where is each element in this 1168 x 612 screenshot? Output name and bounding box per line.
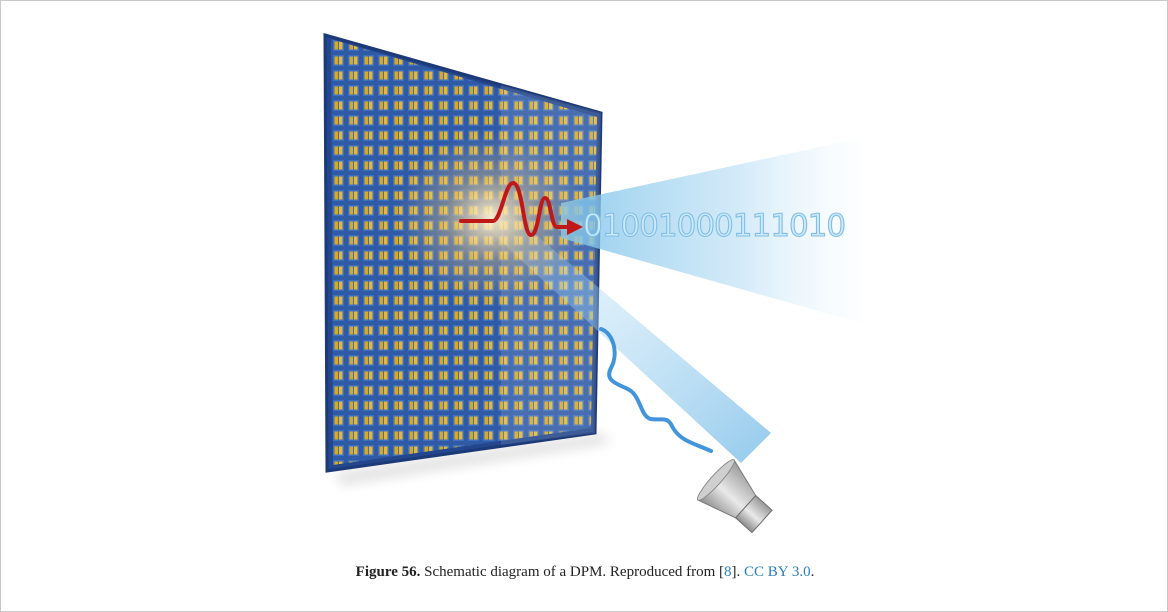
incident-wave-icon	[599, 327, 713, 453]
dpm-schematic: 01001000111010	[323, 33, 861, 534]
outgoing-beam	[561, 138, 861, 323]
figure-caption: Figure 56. Schematic diagram of a DPM. R…	[1, 564, 1168, 581]
binary-data-text: 01001000111010	[583, 208, 845, 244]
reference-link[interactable]: 8	[724, 564, 732, 580]
caption-text-after-ref: ].	[731, 564, 745, 580]
horn-antenna-icon	[696, 459, 773, 534]
figure-label: Figure 56.	[355, 564, 421, 580]
caption-text: Schematic diagram of a DPM. Reproduced f…	[420, 564, 725, 580]
license-link[interactable]: CC BY 3.0	[744, 564, 811, 580]
caption-end: .	[810, 564, 815, 580]
wave-signal-icon	[459, 180, 583, 238]
